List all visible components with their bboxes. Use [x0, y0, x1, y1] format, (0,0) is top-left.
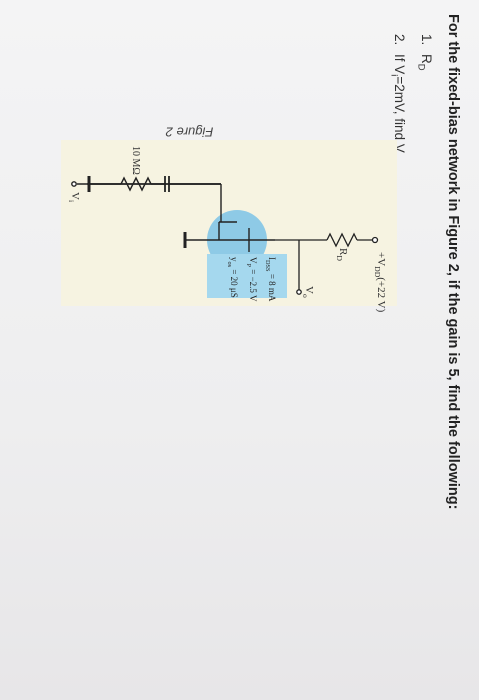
vi-label: Vi: [66, 192, 81, 203]
param-vp: VP = −2.5 V: [245, 257, 259, 302]
supply-terminal: [371, 236, 379, 244]
vo-terminal: [296, 289, 302, 295]
question-title: For the fixed-bias network in Figure 2, …: [445, 14, 461, 510]
circuit-figure: +VDD(+22 V) RD Vo Vi 10 MΩ IDSS = 8 mA V…: [61, 140, 397, 312]
param-yos: yos = 20 μS: [226, 257, 240, 298]
jfet-param-box: [207, 254, 287, 298]
gate-resistor: [120, 176, 152, 192]
rg-label: 10 MΩ: [130, 146, 141, 175]
drain-resistor: [326, 232, 358, 248]
circuit-diagram: [71, 176, 379, 298]
jfet-params: IDSS = 8 mA VP = −2.5 V yos = 20 μS: [223, 257, 279, 302]
supply-label: +VDD(+22 V): [372, 252, 387, 313]
question-item-1: 1.RD: [415, 34, 434, 71]
param-idss: IDSS = 8 mA: [264, 257, 277, 302]
vi-terminal: [71, 181, 77, 187]
figure-caption: Figure 2: [165, 124, 214, 140]
rd-label: RD: [334, 248, 349, 261]
vo-label: Vo: [300, 286, 315, 298]
